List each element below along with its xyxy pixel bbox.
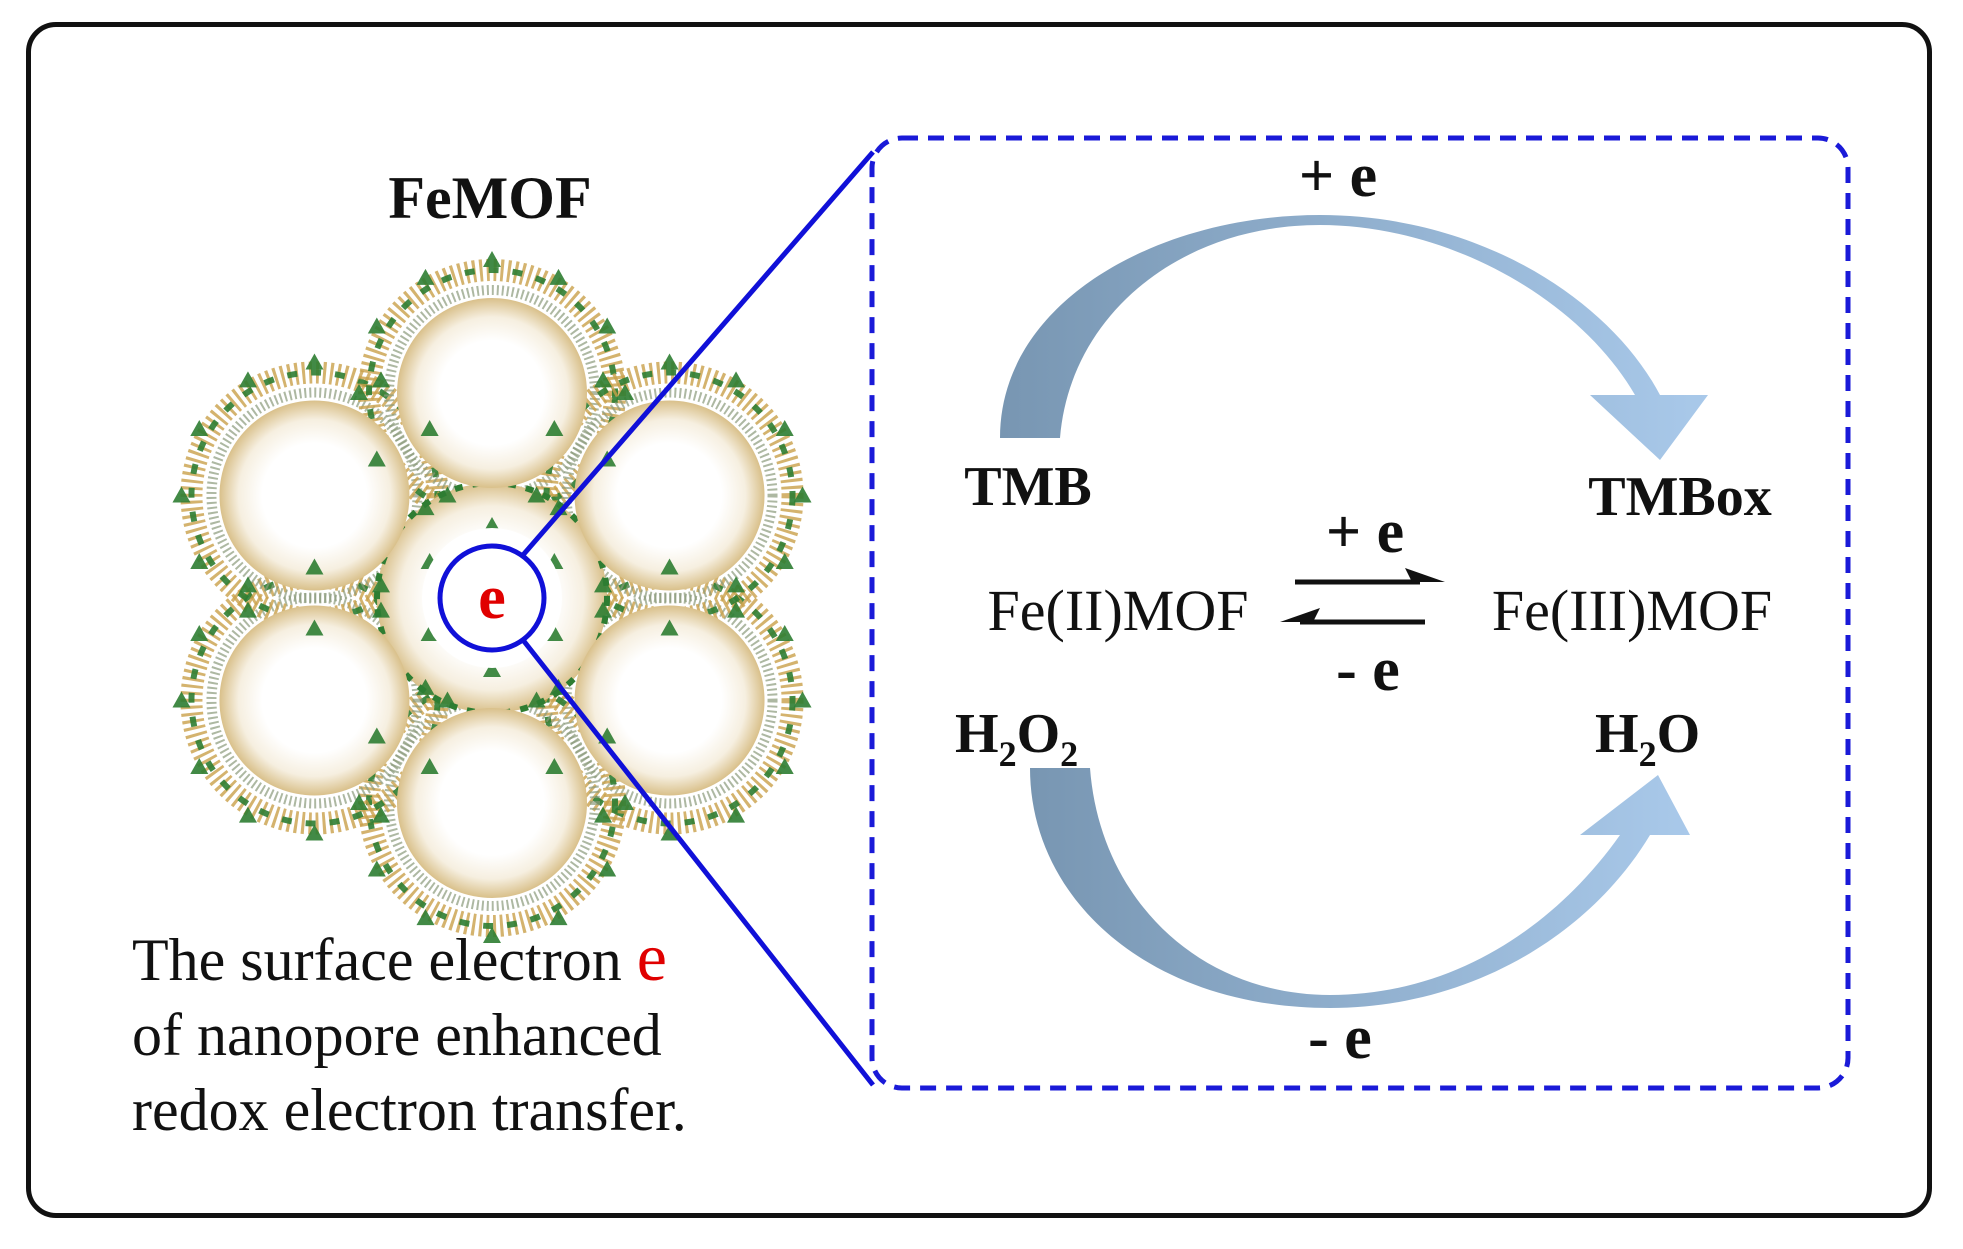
h2o-sub: 2 bbox=[1639, 734, 1657, 774]
tmb-label: TMB bbox=[964, 456, 1092, 518]
equilibrium-forward-arrow bbox=[1295, 568, 1445, 585]
h2o-o: O bbox=[1657, 703, 1701, 765]
dashed-zoom-box bbox=[869, 135, 1851, 1091]
h2o2-label: H2O2 bbox=[955, 703, 1078, 774]
equilibrium-reverse-arrow bbox=[1280, 608, 1425, 625]
h2o-h: H bbox=[1595, 703, 1639, 765]
fe3-label: Fe(III)MOF bbox=[1492, 578, 1772, 643]
h2o2-sub2: 2 bbox=[1060, 734, 1078, 774]
caption-line-2: of nanopore enhanced bbox=[132, 1002, 662, 1068]
caption: The surface electron e of nanopore enhan… bbox=[132, 920, 832, 1148]
zoom-line-bottom bbox=[521, 638, 875, 1087]
caption-electron: e bbox=[636, 919, 667, 995]
zoom-line-top bbox=[521, 150, 875, 557]
caption-line-3: redox electron transfer. bbox=[132, 1077, 687, 1143]
electron-circle bbox=[437, 543, 547, 653]
tmbox-label: TMBox bbox=[1588, 466, 1772, 528]
bottom-cycle-label: - e bbox=[1308, 1004, 1372, 1072]
fe2-label: Fe(II)MOF bbox=[988, 578, 1249, 643]
top-cycle-arrow bbox=[1000, 215, 1708, 460]
h2o-label: H2O bbox=[1595, 703, 1700, 774]
equilibrium-bottom-label: - e bbox=[1336, 636, 1400, 704]
bottom-cycle-arrow bbox=[1030, 768, 1690, 1008]
equilibrium-top-label: + e bbox=[1326, 498, 1404, 566]
caption-line-1: The surface electron e bbox=[132, 920, 832, 998]
caption-line-1-text: The surface electron bbox=[132, 927, 637, 993]
h2o2-h: H bbox=[955, 703, 999, 765]
electron-marker: e bbox=[478, 564, 506, 632]
mof-title: FeMOF bbox=[388, 165, 591, 231]
top-cycle-label: + e bbox=[1299, 142, 1377, 210]
h2o2-sub1: 2 bbox=[999, 734, 1017, 774]
h2o2-o: O bbox=[1017, 703, 1061, 765]
